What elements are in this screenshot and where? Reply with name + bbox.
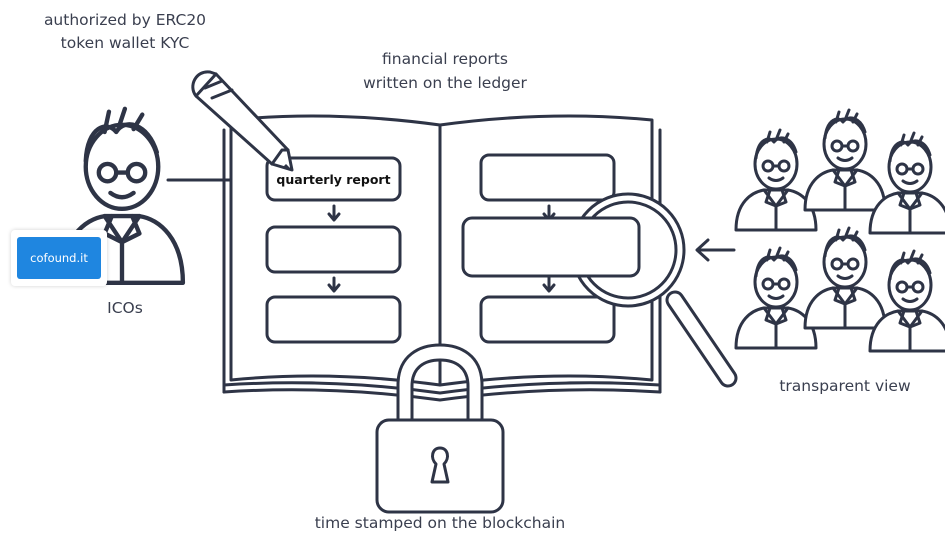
pencil-icon (191, 70, 294, 172)
report-box-empty (265, 295, 402, 344)
transparent-view-label: transparent view (779, 377, 911, 395)
magnifier-icon (461, 192, 738, 388)
arrow-left-icon (695, 238, 736, 262)
kyc-label-line2: token wallet KYC (60, 34, 190, 52)
kyc-label-line1: authorized by ERC20 (43, 11, 207, 29)
ledger-label-line1: financial reports (382, 50, 508, 68)
icos-label: ICOs (107, 299, 143, 317)
padlock-icon (375, 343, 505, 514)
cofound-logo: cofound.it (11, 230, 107, 286)
quarterly-report-label: quarterly report (276, 172, 391, 187)
report-box (265, 156, 402, 202)
cofound-logo-text: cofound.it (17, 237, 101, 279)
report-box-empty (265, 225, 402, 274)
ledger-label-line2: written on the ledger (363, 74, 527, 92)
arrow-down-icon (327, 204, 341, 293)
report-box-empty (479, 153, 616, 202)
timestamp-label: time stamped on the blockchain (314, 514, 566, 532)
report-box-empty (479, 295, 616, 344)
crowd-icon (734, 108, 945, 353)
